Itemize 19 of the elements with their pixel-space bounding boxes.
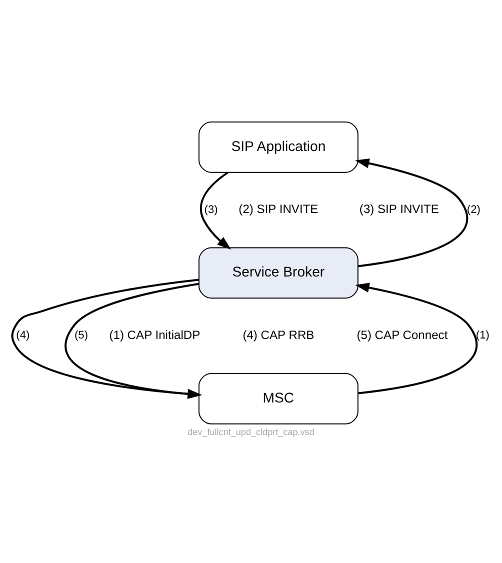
edge-label: (1) bbox=[476, 329, 490, 342]
label: (2) SIP INVITE bbox=[238, 202, 318, 216]
label: (4) CAP RRB bbox=[242, 327, 314, 342]
label: (5) CAP Connect bbox=[356, 327, 448, 342]
node-box: MSC bbox=[198, 372, 358, 424]
arrow bbox=[11, 278, 202, 398]
edge-label: (5) bbox=[74, 329, 88, 342]
node-box: SIP Application bbox=[198, 121, 358, 172]
edge-label: (2) bbox=[466, 203, 480, 216]
caption: dev_fullcnt_upd_cldprt_cap.vsd bbox=[188, 426, 314, 437]
arrow bbox=[355, 158, 468, 267]
arrow bbox=[200, 171, 232, 250]
arrow bbox=[355, 282, 478, 394]
label: (3) SIP INVITE bbox=[359, 202, 439, 216]
arrow bbox=[64, 282, 202, 398]
node-box: Service Broker bbox=[198, 246, 358, 298]
edge-label: (4) bbox=[16, 329, 30, 342]
edge-label: (3) bbox=[204, 203, 218, 216]
label: (1) CAP InitialDP bbox=[109, 327, 200, 342]
